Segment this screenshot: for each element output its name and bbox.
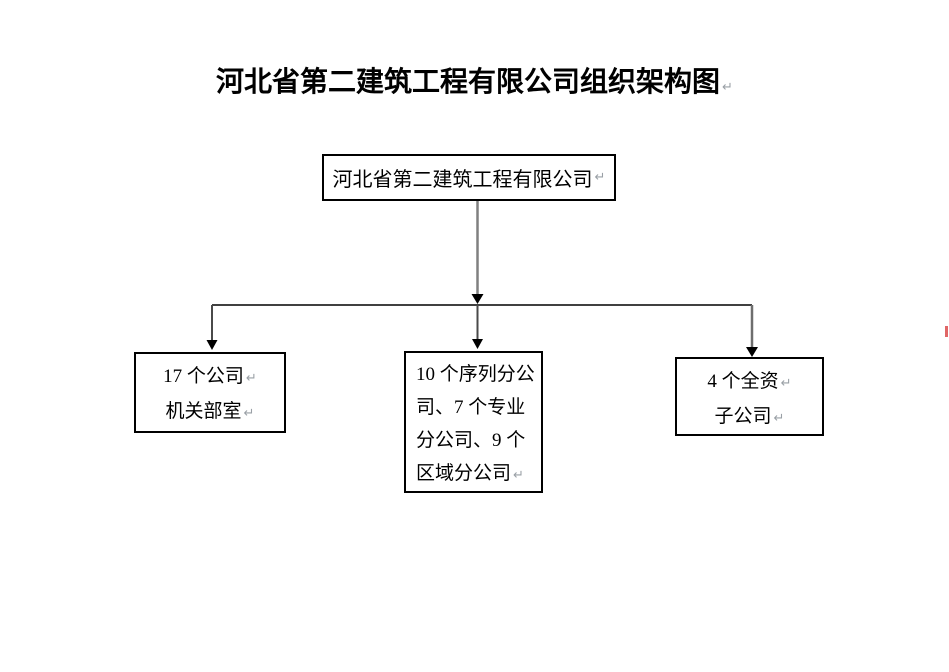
org-node-root[interactable]: 河北省第二建筑工程有限公司↵ — [322, 154, 616, 201]
org-node-line-text: 分公司、9 个 — [416, 430, 526, 451]
org-node-line: 10 个序列分公 — [416, 358, 541, 391]
paragraph-mark-icon: ↵ — [780, 376, 792, 391]
arrowhead-left-icon — [206, 340, 218, 350]
org-node-line-text: 子公司 — [714, 406, 772, 427]
org-node-line: 分公司、9 个 — [416, 424, 541, 457]
arrowhead-root-icon — [471, 294, 484, 304]
org-node-line-text: 机关部室 — [165, 401, 242, 422]
arrowhead-right-icon — [746, 347, 758, 357]
org-node-line: 17 个公司↵ — [136, 360, 284, 395]
paragraph-mark-icon: ↵ — [594, 170, 606, 185]
paragraph-mark-icon: ↵ — [243, 406, 255, 421]
paragraph-mark-icon: ↵ — [245, 371, 257, 386]
org-node-line: 司、7 个专业 — [416, 391, 541, 424]
org-node-company-offices[interactable]: 17 个公司↵ 机关部室↵ — [134, 352, 286, 433]
org-node-line-text: 10 个序列分公 — [416, 364, 535, 385]
arrowhead-center-icon — [472, 339, 483, 349]
org-node-line-text: 司、7 个专业 — [416, 397, 526, 418]
page-title-text: 河北省第二建筑工程有限公司组织架构图 — [216, 66, 721, 97]
org-node-line-text: 区域分公司 — [416, 463, 512, 484]
org-node-line: 机关部室↵ — [136, 395, 284, 430]
page-title: 河北省第二建筑工程有限公司组织架构图↵ — [0, 64, 949, 106]
org-node-line: 子公司↵ — [677, 400, 822, 435]
paragraph-mark-icon: ↵ — [773, 411, 785, 426]
paragraph-mark-icon: ↵ — [722, 80, 733, 95]
org-node-line: 4 个全资↵ — [677, 365, 822, 400]
page-edge-red-artifact — [945, 326, 948, 337]
org-node-root-label: 河北省第二建筑工程有限公司 — [332, 169, 593, 191]
org-node-subsidiaries[interactable]: 4 个全资↵ 子公司↵ — [675, 357, 824, 436]
org-node-line: 区域分公司↵ — [416, 457, 541, 492]
paragraph-mark-icon: ↵ — [513, 468, 524, 483]
org-node-line-text: 4 个全资 — [707, 371, 779, 392]
org-node-line-text: 17 个公司 — [163, 366, 244, 387]
org-node-branch-companies[interactable]: 10 个序列分公 司、7 个专业 分公司、9 个 区域分公司↵ — [404, 351, 543, 493]
